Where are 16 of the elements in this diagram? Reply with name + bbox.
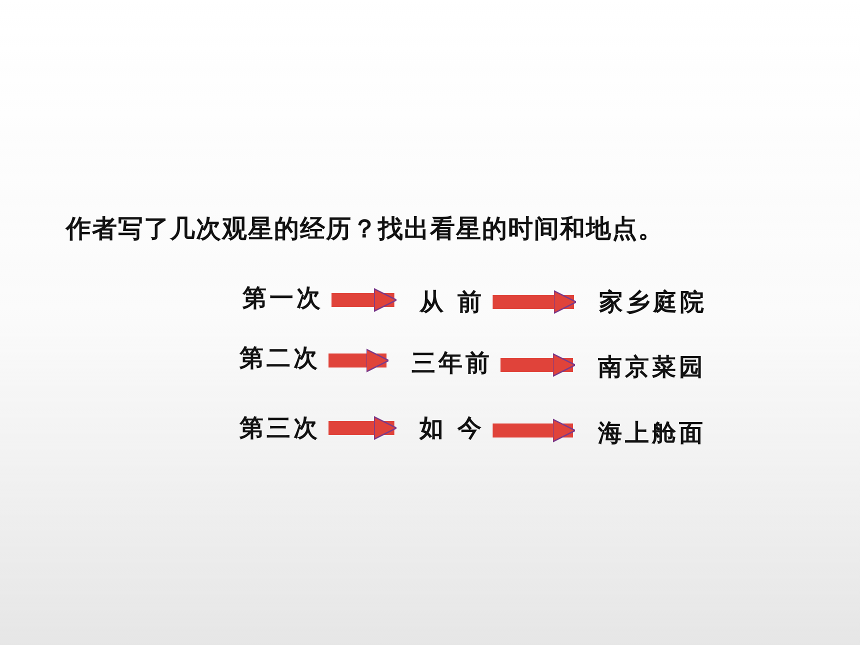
block-arrow bbox=[328, 416, 398, 440]
block-arrow bbox=[332, 288, 398, 312]
question-text: 作者写了几次观星的经历？找出看星的时间和地点。 bbox=[66, 213, 664, 245]
node-label: 南京菜园 bbox=[590, 351, 714, 383]
node-label: 从 前 bbox=[411, 286, 493, 318]
node-label: 第一次 bbox=[234, 282, 332, 314]
block-arrow bbox=[500, 353, 576, 377]
block-arrow bbox=[328, 348, 390, 372]
block-arrow bbox=[492, 290, 577, 314]
node-label: 海上舱面 bbox=[590, 417, 714, 449]
node-label: 如 今 bbox=[411, 412, 493, 444]
block-arrow bbox=[492, 418, 576, 442]
node-label: 三年前 bbox=[404, 347, 500, 379]
node-label: 第三次 bbox=[232, 412, 328, 444]
node-label: 第二次 bbox=[232, 342, 328, 374]
node-label: 家乡庭院 bbox=[591, 286, 715, 318]
